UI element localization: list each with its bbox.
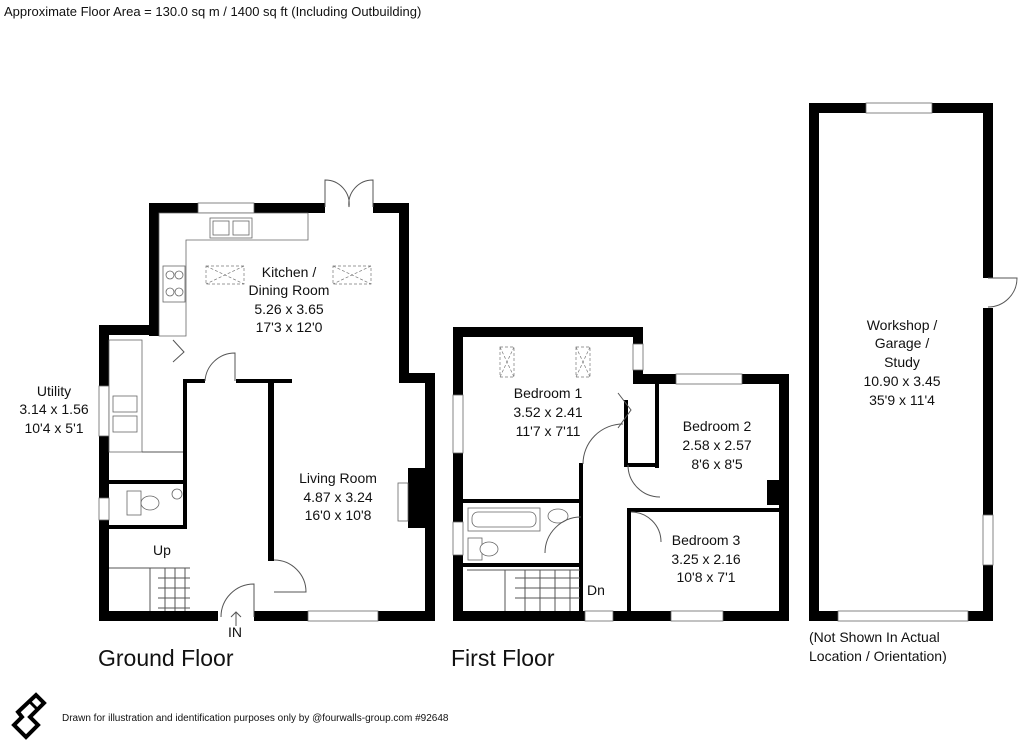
bedroom3-metric: 3.25 x 2.16	[671, 551, 740, 567]
living-room-imperial: 16'0 x 10'8	[305, 507, 372, 523]
utility-metric: 3.14 x 1.56	[19, 401, 88, 417]
bedroom1-name: Bedroom 1	[514, 385, 583, 401]
kitchen-name-line1: Kitchen /	[262, 264, 317, 280]
outbuilding-note-line1: (Not Shown In Actual	[809, 629, 940, 645]
kitchen-imperial: 17'3 x 12'0	[256, 319, 323, 335]
bedroom3-name: Bedroom 3	[672, 532, 741, 548]
bedroom2-imperial: 8'6 x 8'5	[691, 456, 742, 472]
stair-up-label: Up	[153, 542, 171, 558]
outbuilding-name-line2: Garage /	[875, 335, 930, 351]
first-floor-title: First Floor	[451, 645, 555, 671]
outbuilding-note-line2: Location / Orientation)	[809, 648, 947, 664]
entrance-label: IN	[228, 624, 242, 640]
first-floor-plan	[452, 327, 789, 622]
utility-name: Utility	[37, 383, 71, 399]
ground-floor-plan	[98, 179, 435, 626]
outbuilding-plan	[809, 102, 1018, 622]
kitchen-metric: 5.26 x 3.65	[254, 301, 323, 317]
bedroom2-name: Bedroom 2	[683, 418, 752, 434]
bedroom3-imperial: 10'8 x 7'1	[676, 569, 735, 585]
footer-disclaimer: Drawn for illustration and identificatio…	[62, 713, 449, 724]
fourwalls-logo	[11, 692, 47, 740]
ground-floor-title: Ground Floor	[98, 645, 234, 671]
kitchen-name-line2: Dining Room	[249, 282, 330, 298]
living-room-name: Living Room	[299, 470, 377, 486]
living-room-metric: 4.87 x 3.24	[303, 489, 372, 505]
bedroom1-imperial: 11'7 x 7'11	[516, 423, 581, 439]
outbuilding-metric: 10.90 x 3.45	[863, 373, 940, 389]
floor-area-header: Approximate Floor Area = 130.0 sq m / 14…	[4, 4, 421, 19]
outbuilding-name-line1: Workshop /	[867, 317, 938, 333]
stair-down-label: Dn	[587, 582, 605, 598]
bedroom1-metric: 3.52 x 2.41	[513, 404, 582, 420]
outbuilding-name-line3: Study	[884, 354, 920, 370]
bedroom2-metric: 2.58 x 2.57	[682, 437, 751, 453]
outbuilding-imperial: 35'9 x 11'4	[869, 392, 935, 408]
utility-imperial: 10'4 x 5'1	[24, 420, 83, 436]
